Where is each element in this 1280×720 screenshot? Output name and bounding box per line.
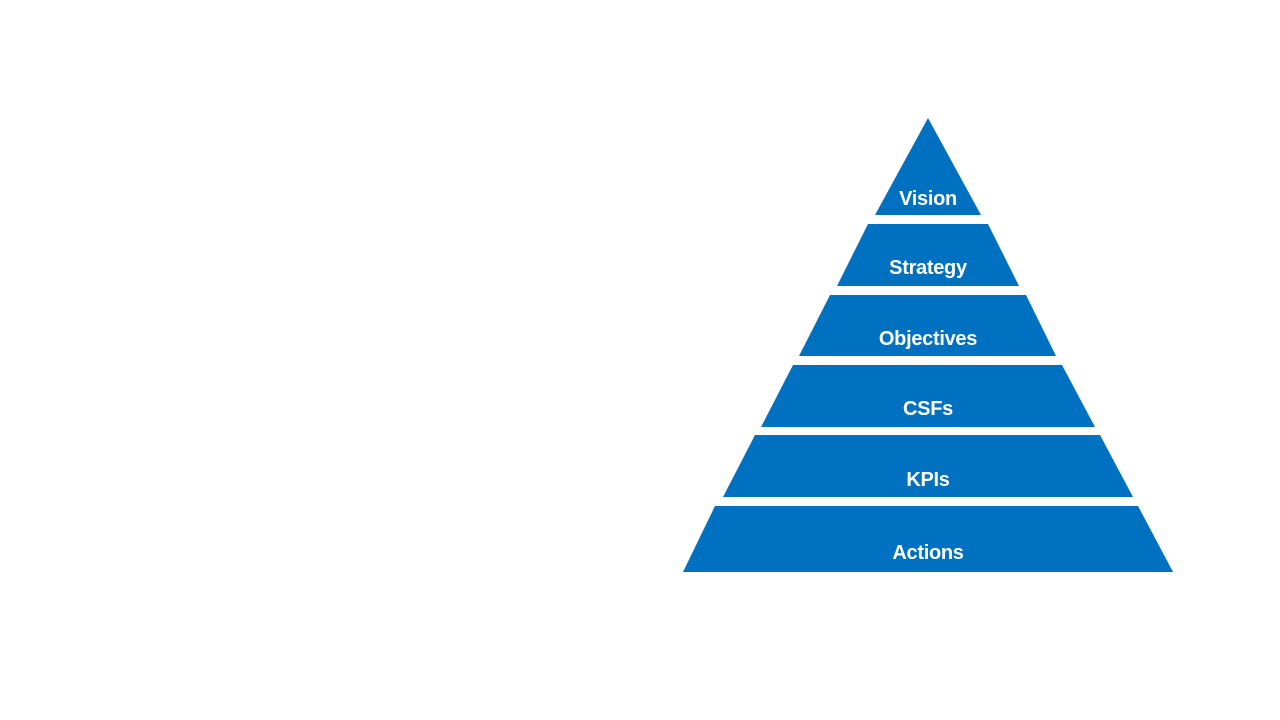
tier-kpis: KPIs xyxy=(723,435,1133,497)
tier-actions-label: Actions xyxy=(892,542,963,564)
tier-csfs-label: CSFs xyxy=(903,398,953,420)
tier-csfs: CSFs xyxy=(761,365,1095,427)
tier-actions-shape xyxy=(683,506,1173,572)
tier-kpis-shape xyxy=(723,435,1133,497)
tier-vision-label: Vision xyxy=(899,188,957,210)
tier-strategy-label: Strategy xyxy=(889,257,968,279)
tier-strategy-shape xyxy=(837,224,1019,286)
tier-objectives-shape xyxy=(799,295,1056,356)
tier-objectives-label: Objectives xyxy=(879,328,977,350)
tier-objectives: Objectives xyxy=(799,295,1056,356)
tier-actions: Actions xyxy=(683,506,1173,572)
tier-vision: Vision xyxy=(875,118,981,215)
tier-vision-shape xyxy=(875,118,981,215)
tier-strategy: Strategy xyxy=(837,224,1019,286)
tier-kpis-label: KPIs xyxy=(906,469,949,491)
tier-csfs-shape xyxy=(761,365,1095,427)
